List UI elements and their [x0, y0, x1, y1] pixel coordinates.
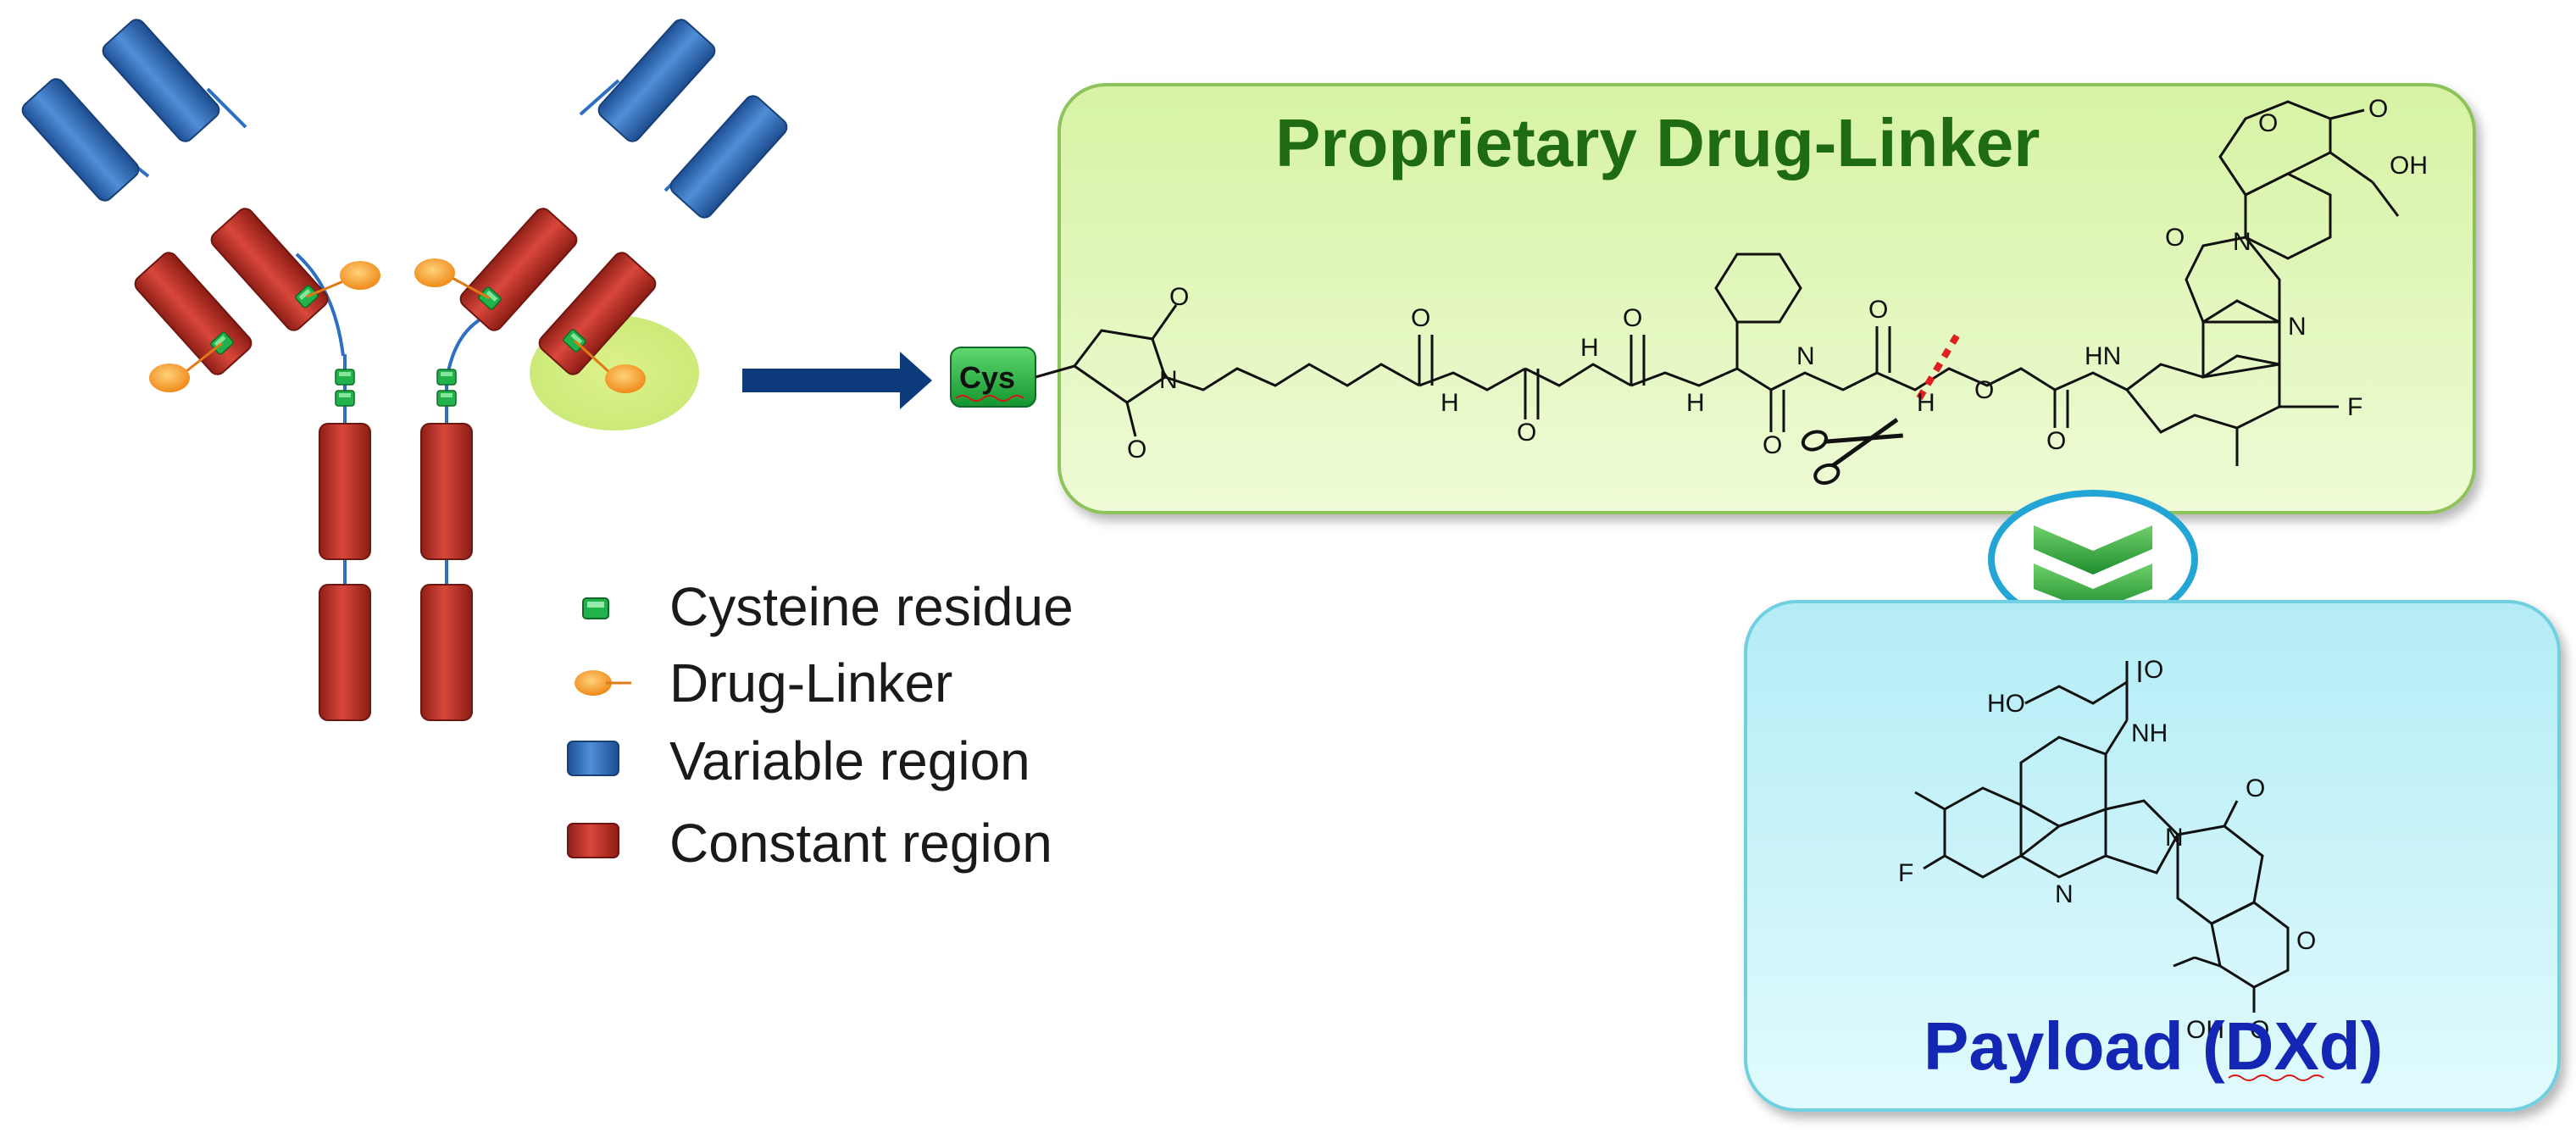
atom-oh: OH: [2390, 152, 2428, 180]
drug-linker-right-inner: [414, 258, 455, 287]
legend-cysteine-label: Cysteine residue: [669, 576, 1074, 637]
variable-region-left-inner: [98, 15, 224, 146]
legend-cysteine-item: Cysteine residue: [582, 576, 1074, 637]
legend-drug-linker-item: Drug-Linker: [575, 652, 952, 713]
cys-tag-label: Cys: [959, 360, 1015, 395]
atom-n: N: [2055, 880, 2074, 908]
chevron-down-icon: [2034, 525, 2152, 575]
atom-o: O: [2250, 1016, 2269, 1044]
atom-o: O: [2296, 927, 2316, 955]
legend: Cysteine residue Drug-Linker Variable re…: [567, 576, 1074, 874]
variable-region-left-outer: [18, 75, 143, 205]
atom-o: O: [2246, 774, 2265, 802]
payload-panel-bg: [1744, 600, 2561, 1112]
drug-linker-oval-icon: [575, 670, 612, 696]
payload-panel: HO O NH F N N O O O OH Payload (DXd): [1744, 600, 2561, 1112]
spellcheck-underline: [2228, 1074, 2324, 1081]
drug-linker-structure: [1035, 100, 2400, 466]
payload-title: Payload (DXd): [1924, 1008, 2383, 1084]
cysteine-square-icon: [582, 597, 609, 619]
atom-n: N: [1159, 366, 1178, 394]
cys-tag: Cys: [950, 347, 1036, 408]
atom-o: O: [1623, 304, 1642, 332]
atom-f: F: [2347, 393, 2362, 421]
atom-hn: H: [1441, 389, 1459, 417]
atom-o: O: [1127, 436, 1146, 464]
atom-f: F: [1898, 859, 1913, 887]
payload-structure: [1914, 661, 2290, 1013]
atom-h: H: [1917, 389, 1935, 417]
drug-linker-tethers: [186, 275, 612, 375]
variable-region-right-inner: [594, 15, 719, 146]
drug-linker-atom-labels: O O N O H O H O H O N O H O O HN F N N O…: [1127, 95, 2428, 464]
legend-constant-label: Constant region: [669, 813, 1052, 874]
atom-o: O: [1517, 419, 1536, 447]
atom-o: O: [2144, 656, 2163, 684]
legend-variable-item: Variable region: [567, 730, 1030, 791]
cleavage-site-marker: [1916, 332, 1961, 401]
legend-variable-label: Variable region: [669, 730, 1030, 791]
atom-o: O: [1763, 431, 1782, 459]
atom-o: O: [1974, 376, 1994, 404]
legend-constant-item: Constant region: [567, 813, 1052, 874]
atom-o: O: [2258, 109, 2278, 137]
payload-atom-labels: HO O NH F N N O O O OH: [1898, 656, 2316, 1044]
constant-region-icon: [567, 823, 619, 858]
atom-o: O: [2165, 224, 2185, 252]
antibody-illustration: [18, 15, 791, 721]
drug-linker-title: Proprietary Drug-Linker: [1275, 105, 2040, 180]
atom-o: O: [2046, 427, 2066, 455]
drug-linker-left-outer: [149, 364, 190, 392]
constant-region-fc-right-lower: [420, 584, 473, 721]
atom-n: N: [2165, 824, 2184, 852]
atom-o: O: [1868, 296, 1888, 324]
atom-nh: NH: [2131, 719, 2168, 747]
legend-drug-linker-label: Drug-Linker: [669, 652, 952, 713]
atom-h: H: [1686, 389, 1705, 417]
scissors-icon: [1801, 418, 1903, 486]
cysteine-hinge-right-1: [436, 369, 457, 386]
atom-oh: OH: [2186, 1016, 2224, 1044]
drug-linker-double-bonds: [1430, 326, 2069, 432]
atom-o: O: [2368, 95, 2388, 123]
atom-o: O: [1411, 304, 1430, 332]
cysteine-hinge-left-1: [335, 369, 355, 386]
constant-region-fc-left-upper: [319, 423, 371, 560]
drug-linker-right-outer: [605, 364, 646, 393]
drug-linker-panel: Proprietary Drug-Linker Cys: [950, 83, 2476, 514]
cysteine-hinge-right-2: [436, 390, 457, 407]
atom-ho: HO: [1987, 690, 2025, 718]
chevron-down-icon: [2034, 563, 2152, 612]
atom-hn: HN: [2085, 342, 2121, 370]
cysteine-hinge-left-2: [335, 390, 355, 407]
atom-nh: H: [1580, 334, 1599, 362]
atom-nh: N: [1796, 342, 1815, 370]
constant-region-fc-left-lower: [319, 584, 371, 721]
conjugation-arrow: [742, 352, 932, 409]
atom-o: O: [1169, 283, 1189, 311]
variable-region-icon: [567, 741, 619, 776]
constant-region-fc-right-upper: [420, 423, 473, 560]
atom-n: N: [2233, 228, 2251, 256]
drug-linker-left-inner: [340, 261, 380, 290]
variable-region-right-outer: [666, 92, 791, 222]
atom-n: N: [2288, 313, 2307, 341]
drug-linker-panel-bg: [1058, 83, 2476, 514]
